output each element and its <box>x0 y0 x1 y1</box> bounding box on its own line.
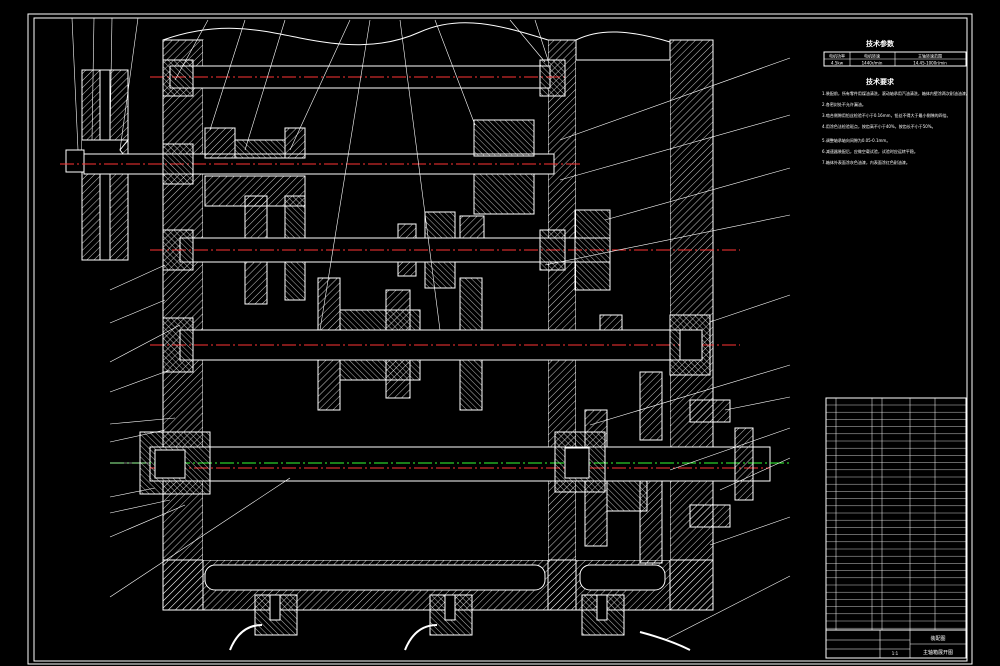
tech-req-item: 2.各密封处不允许漏油。 <box>822 101 866 107</box>
drawing-no: 装配图 <box>930 635 945 642</box>
bearings <box>139 59 754 528</box>
tech-req-item: 4.用涂色法检验斑点，按齿高不小于40%，按齿长不小于50%。 <box>822 123 936 129</box>
param-header-2: 电机转速 <box>864 53 880 59</box>
param-header-3: 主轴转速范围 <box>918 53 942 59</box>
tech-req-heading: 技术要求 <box>866 77 895 86</box>
tech-params-table: 技术参数 电机功率 电机转速 主轴转速范围 4.5kw 1440r/min 14… <box>823 39 967 67</box>
shaft-1 <box>150 65 565 89</box>
tech-req-item: 5.调整轴承轴向间隙为0.05-0.1mm。 <box>822 137 890 143</box>
shaft-2-input <box>60 153 580 175</box>
gear-set <box>204 119 663 564</box>
parts-list <box>825 397 967 631</box>
param-value-2: 1440r/min <box>862 61 883 66</box>
tech-req-item: 7.箱体外表面涂灰色油漆，内表面涂红色耐油漆。 <box>822 159 910 165</box>
drawing-title: 主轴箱展开图 <box>923 649 953 656</box>
title-block: 装配图 主轴箱展开图 1:1 <box>825 629 967 659</box>
outer-frame <box>27 13 973 665</box>
tech-req-item: 6.减速器装配后，应做空载试验，试验时应运转平稳。 <box>822 148 918 154</box>
tech-req-item: 3.啮合侧隙用铅丝检验不小于0.16mm，铅丝不得大于最小侧隙的四倍。 <box>822 112 951 118</box>
tech-params-heading: 技术参数 <box>866 39 895 48</box>
drawing-scale: 1:1 <box>892 651 899 656</box>
param-header-1: 电机功率 <box>829 53 845 59</box>
param-value-1: 4.5kw <box>831 61 844 66</box>
main-spindle <box>110 446 790 482</box>
tech-req-item: 1.装配前，所有零件用煤油清洗，滚动轴承用汽油清洗，箱体内壁涂两次耐油油漆。 <box>822 90 970 96</box>
tech-requirements: 技术要求 1.装配前，所有零件用煤油清洗，滚动轴承用汽油清洗，箱体内壁涂两次耐油… <box>822 77 970 165</box>
param-value-3: 14.45-1000r/min <box>913 61 947 66</box>
inner-frame <box>33 17 968 662</box>
shaft-4 <box>150 329 740 361</box>
shaft-3 <box>150 237 740 263</box>
leader-lines <box>71 17 791 641</box>
